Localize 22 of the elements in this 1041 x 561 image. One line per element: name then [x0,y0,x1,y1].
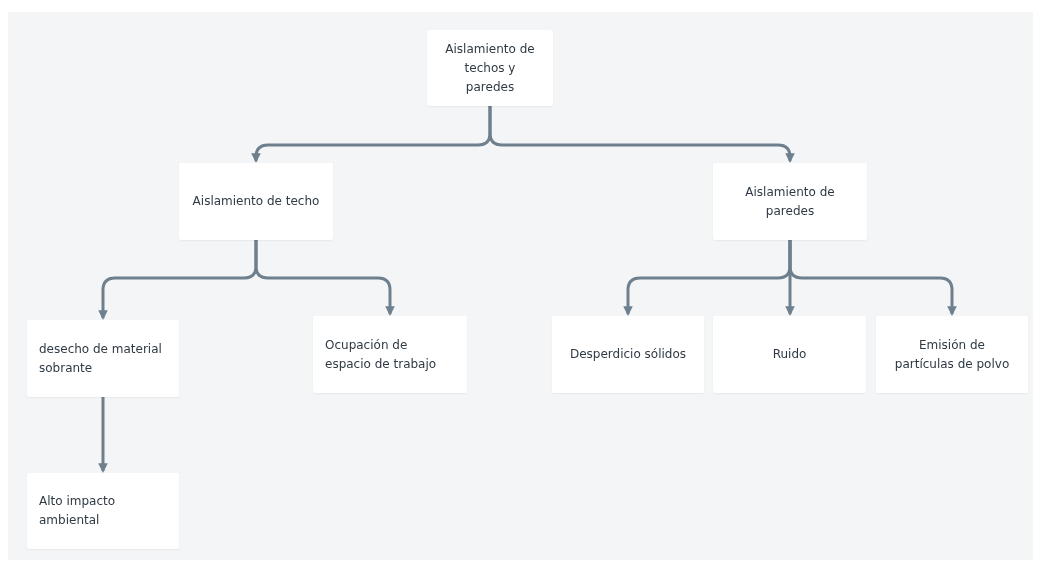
process-box [313,316,467,393]
arrow [98,397,108,473]
process-box [876,316,1028,393]
box-label: Aislamiento de techos y paredes [444,40,536,96]
process-box [552,316,704,393]
process-box [27,473,179,549]
box-label: Desperdicio sólidos [569,346,687,363]
box-label: Alto impacto ambiental [39,493,117,529]
box-label: Ocupación de espacio de trabajo [325,336,438,373]
box-label: Ruido [772,346,807,363]
box-label: desecho de material sobrante [39,340,163,377]
process-box [27,320,179,397]
process-box [427,30,553,106]
box-label: Emisión de partículas de polvo [893,336,1011,373]
arrow [488,106,795,163]
process-box [179,163,333,240]
process-box [713,316,866,393]
arrow [254,240,395,316]
box-label: Aislamiento de paredes [744,183,836,220]
process-box [713,163,867,240]
arrow [788,240,957,316]
box-label: Aislamiento de techo [192,193,320,210]
